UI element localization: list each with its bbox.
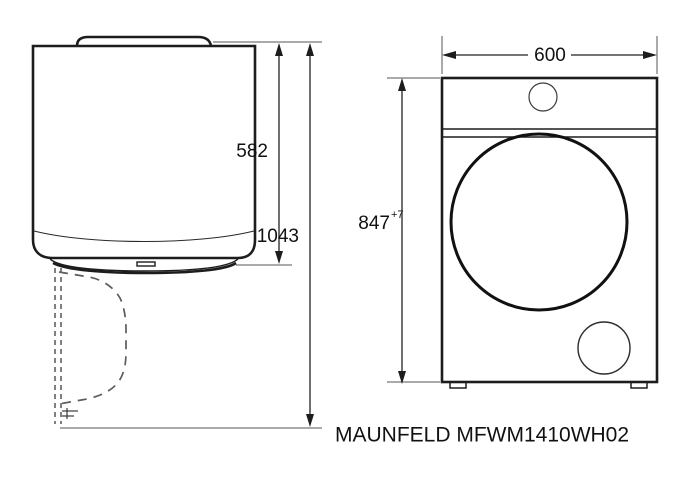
dim-arrow-582-top xyxy=(275,43,283,56)
front-foot-right xyxy=(630,381,648,389)
dim-arrow-1043-bottom xyxy=(306,414,314,427)
front-cabinet-outline xyxy=(440,76,659,384)
dim-arrow-847-top xyxy=(398,78,406,91)
front-view xyxy=(440,76,659,389)
front-foot-left xyxy=(449,381,467,389)
dim-arrow-847-bottom xyxy=(398,371,406,384)
dim-arrow-582-bottom xyxy=(275,251,283,264)
front-view-dimensions: 600 847 +7 xyxy=(358,36,658,384)
side-lower-band-line xyxy=(33,230,255,243)
dim-arrow-1043-top xyxy=(306,43,314,56)
side-cabinet-outline xyxy=(31,44,257,260)
side-door-open-outline xyxy=(58,271,127,405)
dim-label-582: 582 xyxy=(236,141,268,162)
side-view-dimensions: 582 1043 xyxy=(60,41,322,429)
side-base-plate xyxy=(49,258,239,272)
side-base-plate-edge xyxy=(52,261,237,275)
side-view xyxy=(31,35,257,424)
model-label: MAUNFELD MFWM1410WH02 xyxy=(335,424,629,447)
dim-arrow-600-right xyxy=(643,51,657,59)
front-filter-hatch-icon[interactable] xyxy=(577,321,631,375)
side-base-notch xyxy=(136,261,156,267)
front-door-circle[interactable] xyxy=(449,132,629,312)
dim-label-600: 600 xyxy=(534,45,566,66)
side-lid-icon xyxy=(75,35,213,47)
dim-label-1043: 1043 xyxy=(257,226,299,247)
front-program-knob-icon[interactable] xyxy=(528,82,558,112)
dim-arrow-600-left xyxy=(442,51,456,59)
dim-label-847-tolerance: +7 xyxy=(391,209,404,221)
dim-label-847: 847 xyxy=(358,213,390,234)
